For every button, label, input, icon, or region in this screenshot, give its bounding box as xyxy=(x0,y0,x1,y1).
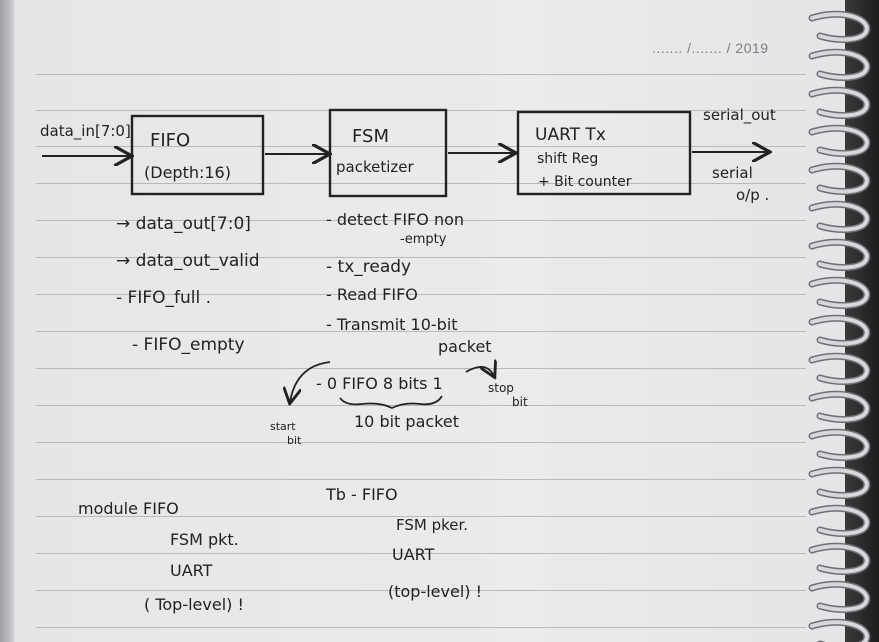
uart-title: UART Tx xyxy=(535,125,606,145)
fifo-note-2: → data_out_valid xyxy=(116,251,260,271)
module-left-3: UART xyxy=(170,561,213,580)
output-top-label: serial_out xyxy=(703,106,776,125)
output-op-label: o/p . xyxy=(736,186,769,204)
packet-total: 10 bit packet xyxy=(354,412,459,431)
fsm-subtitle: packetizer xyxy=(336,158,414,176)
ruled-line xyxy=(36,405,806,406)
binding-ring xyxy=(810,50,869,80)
binding-ring xyxy=(810,582,869,612)
ruled-line xyxy=(36,553,806,554)
module-left-1: module FIFO xyxy=(78,499,179,518)
fifo-note-4: - FIFO_empty xyxy=(132,335,245,355)
module-right-2: FSM pker. xyxy=(396,516,468,534)
uart-line2: shift Reg xyxy=(537,151,598,167)
binding-ring xyxy=(810,278,869,308)
ruled-line xyxy=(36,442,806,443)
module-left-2: FSM pkt. xyxy=(170,530,239,549)
binding-ring xyxy=(810,316,869,346)
ruled-line xyxy=(36,74,806,75)
binding-ring xyxy=(810,240,869,270)
fsm-note-4b: packet xyxy=(438,337,492,356)
fsm-box xyxy=(328,108,448,198)
module-right-3: UART xyxy=(392,545,435,564)
binding-ring xyxy=(810,506,869,536)
page-edge xyxy=(0,0,14,642)
uart-box xyxy=(516,110,692,196)
binding-ring xyxy=(810,468,869,498)
binding-ring xyxy=(810,392,869,422)
ruled-line xyxy=(36,627,806,628)
fifo-depth: (Depth:16) xyxy=(144,163,231,182)
stop-bit-arrow xyxy=(465,367,494,376)
binding-ring xyxy=(810,544,869,574)
fifo-note-1: → data_out[7:0] xyxy=(116,214,251,234)
uart-line3: + Bit counter xyxy=(538,174,632,190)
stop-bit-label-2: bit xyxy=(512,395,528,409)
binding-ring xyxy=(810,354,869,384)
fsm-note-4: - Transmit 10-bit xyxy=(326,315,458,334)
fifo-note-3: - FIFO_full . xyxy=(116,288,211,308)
fsm-title: FSM xyxy=(352,126,389,147)
page-date: ....... /....... / 2019 xyxy=(652,40,769,56)
binding-ring xyxy=(810,620,869,642)
output-serial-label: serial xyxy=(712,164,753,182)
stop-bit-label-1: stop xyxy=(488,381,514,395)
ruled-line xyxy=(36,368,806,369)
fsm-note-1b: -empty xyxy=(400,232,447,247)
packet-bits: - 0 FIFO 8 bits 1 xyxy=(316,374,443,393)
ruled-line xyxy=(36,479,806,480)
fsm-note-1: - detect FIFO non xyxy=(326,210,464,229)
binding-ring xyxy=(810,430,869,460)
ruled-line xyxy=(36,331,806,332)
module-right-1: Tb - FIFO xyxy=(325,485,398,504)
module-right-4: (top-level) ! xyxy=(388,582,482,601)
ruled-line xyxy=(36,220,806,221)
start-bit-label-1: start xyxy=(270,420,296,433)
ruled-line xyxy=(36,146,806,147)
binding-ring xyxy=(810,126,869,156)
input-label: data_in[7:0] xyxy=(40,122,131,141)
binding-ring xyxy=(810,12,869,42)
packet-brace xyxy=(339,395,443,410)
fifo-title: FIFO xyxy=(150,130,190,151)
binding-ring xyxy=(810,164,869,194)
binding-ring xyxy=(810,88,869,118)
module-left-4: ( Top-level) ! xyxy=(144,595,244,614)
ruled-line xyxy=(36,590,806,591)
fsm-note-2: - tx_ready xyxy=(326,257,411,277)
fsm-note-3: - Read FIFO xyxy=(326,285,418,304)
ruled-line xyxy=(36,183,806,184)
start-bit-label-2: bit xyxy=(287,434,302,447)
ruled-line xyxy=(36,294,806,295)
fifo-box xyxy=(130,114,265,196)
start-bit-arrow xyxy=(290,361,331,402)
binding-ring xyxy=(810,202,869,232)
ruled-line xyxy=(36,257,806,258)
ruled-line xyxy=(36,516,806,517)
